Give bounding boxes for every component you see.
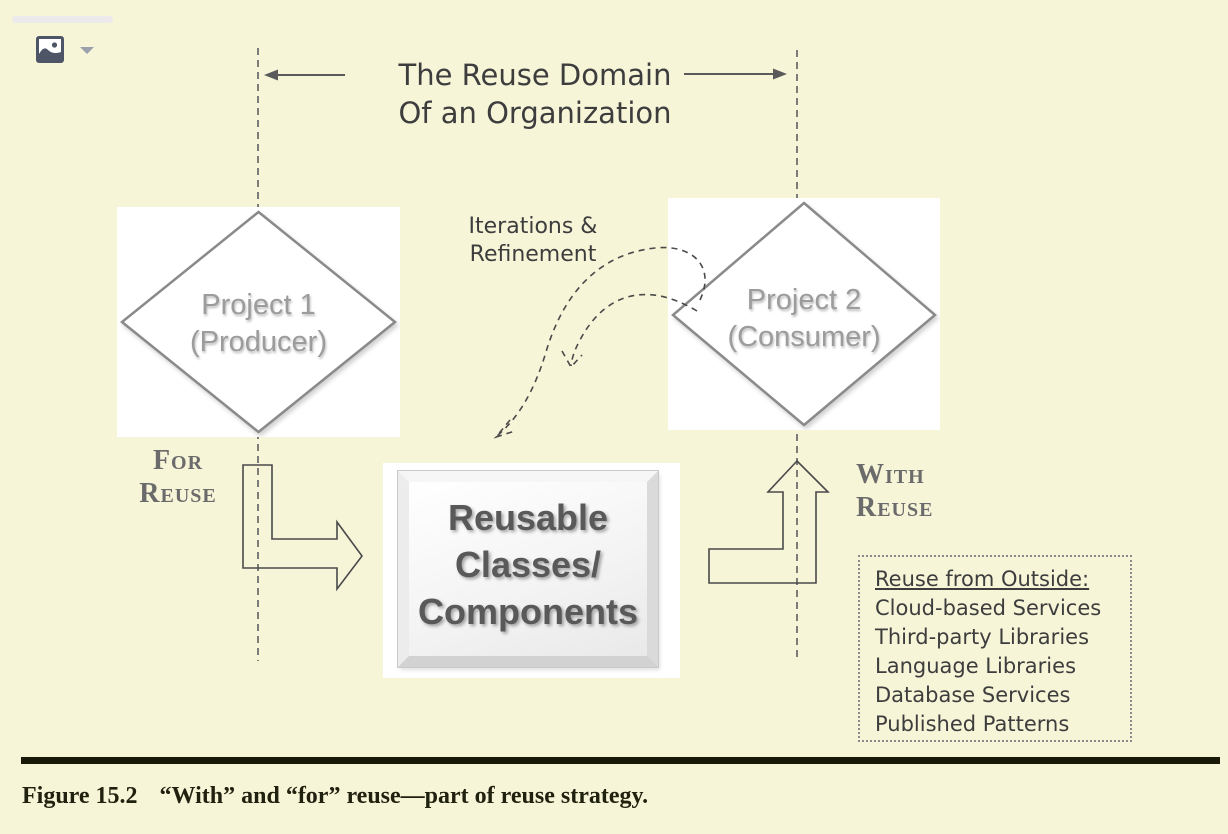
reusable-components-panel: Reusable Classes/ Components [383, 463, 680, 678]
project2-diamond [671, 201, 937, 427]
diagram-title: The Reuse Domain Of an Organization [398, 58, 672, 130]
iterations-label: Iterations & Refinement [468, 214, 598, 267]
figure-caption-text: “With” and “for” reuse—part of reuse str… [159, 783, 649, 809]
project1-panel: Project 1 (Producer) [117, 207, 400, 437]
image-icon [39, 42, 61, 60]
project2-panel: Project 2 (Consumer) [668, 198, 940, 430]
faded-toolbar-bar [12, 16, 113, 23]
for-reuse-bent-arrow [242, 464, 363, 592]
caption-divider-rule [21, 757, 1220, 764]
title-left-arrow [264, 69, 345, 81]
project2-label: Project 2 (Consumer) [727, 284, 881, 353]
figure-number: Figure 15.2 [22, 783, 138, 809]
figure-caption: Figure 15.2 “With” and “for” reuse—part o… [22, 783, 1202, 810]
reuse-from-outside-list: Cloud-based Services Third-party Librari… [875, 594, 1126, 739]
for-reuse-label: For Reuse [139, 445, 217, 509]
project1-label: Project 1 (Producer) [190, 289, 327, 358]
reusable-components-label: Reusable Classes/ Components [418, 497, 638, 632]
chevron-down-icon[interactable] [80, 47, 94, 54]
list-item: Cloud-based Services [875, 596, 1102, 620]
list-item: Language Libraries [875, 654, 1077, 678]
reuse-from-outside-heading: Reuse from Outside: [875, 567, 1090, 591]
reusable-components-box: Reusable Classes/ Components [397, 470, 659, 668]
with-reuse-bent-arrow [708, 459, 830, 584]
reuse-from-outside-box: Reuse from Outside: Cloud-based Services… [858, 555, 1132, 742]
list-item: Third-party Libraries [875, 625, 1090, 649]
with-reuse-label: With Reuse [856, 459, 934, 523]
list-item: Published Patterns [875, 712, 1070, 736]
insert-image-button[interactable] [36, 36, 64, 63]
list-item: Database Services [875, 683, 1071, 707]
